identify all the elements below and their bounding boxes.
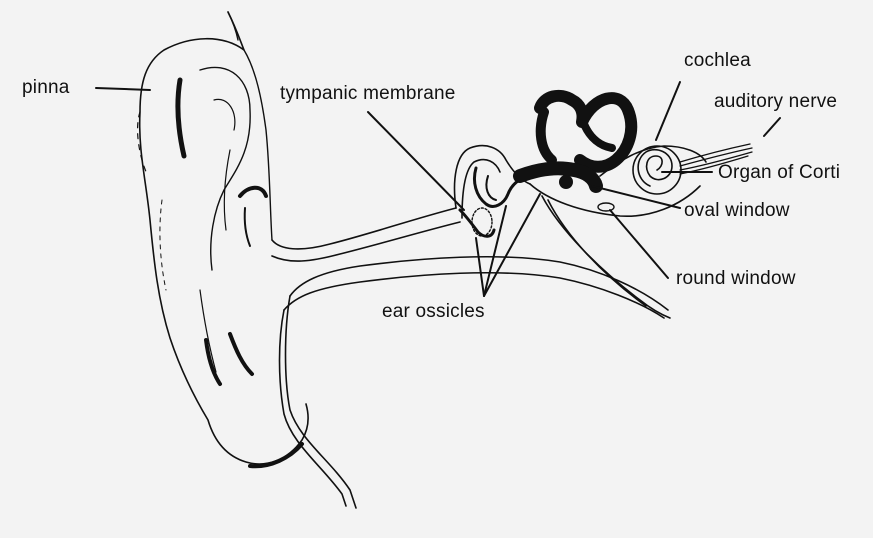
label-cochlea: cochlea xyxy=(684,51,751,70)
ossicles-leader-1 xyxy=(476,238,484,296)
ossicles-leader-2 xyxy=(484,206,506,296)
label-pinna: pinna xyxy=(22,78,70,97)
round-window-shape xyxy=(598,203,614,211)
label-ear-ossicles: ear ossicles xyxy=(382,302,485,321)
label-organ-of-corti: Organ of Corti xyxy=(718,163,840,182)
label-tympanic-membrane: tympanic membrane xyxy=(280,84,456,103)
cochlea-spiral xyxy=(633,146,681,194)
pinna-outline xyxy=(140,12,308,464)
label-auditory-nerve: auditory nerve xyxy=(714,92,837,111)
ossicles-leader-3 xyxy=(484,194,540,296)
ear-canal-upper xyxy=(272,208,456,249)
label-round-window: round window xyxy=(676,269,796,288)
tympanic-leader xyxy=(368,112,464,210)
round-window-leader xyxy=(610,210,668,278)
tympanic-membrane-shape xyxy=(460,210,494,236)
oval-window-leader xyxy=(592,186,680,208)
auditory-nerve-leader xyxy=(764,118,780,136)
label-oval-window: oval window xyxy=(684,201,790,220)
cochlea-leader xyxy=(656,82,680,140)
